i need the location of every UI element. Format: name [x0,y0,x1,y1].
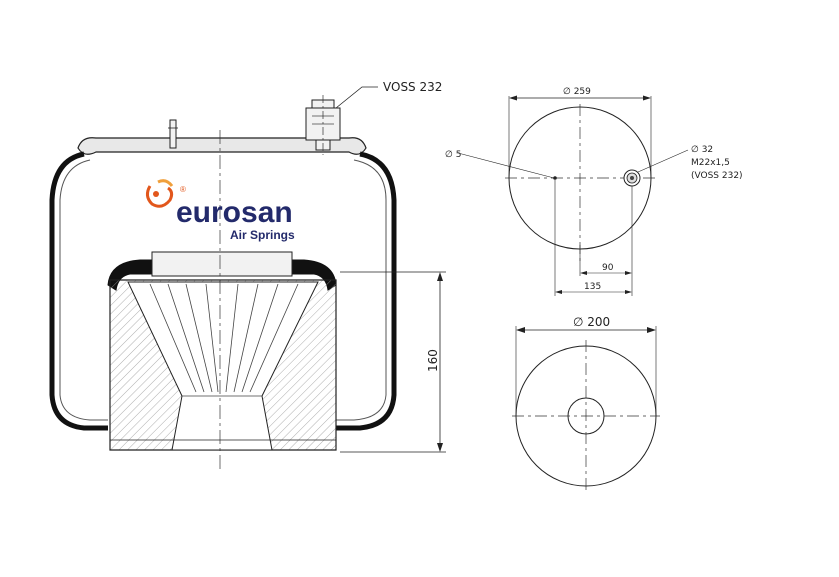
connector-label: VOSS 232 [383,80,442,94]
hole-leader [457,152,555,179]
brand-subtitle: Air Springs [230,228,295,242]
connector-leader [335,86,378,109]
piston-ribs [149,283,299,397]
mounting-stud [168,119,178,149]
top-dia-label: ∅ 259 [563,87,591,97]
brand-logo: ® eurosan Air Springs [145,179,295,242]
port-leader [637,149,689,173]
brand-name: eurosan [176,196,293,229]
height-dim-label: 160 [426,349,440,372]
bellow-outer [49,151,397,431]
offset-outer-label: 135 [584,282,601,292]
logo-symbol-icon [145,179,174,208]
section-view: VOSS 232 160 [49,80,446,470]
port-type: (VOSS 232) [691,171,743,181]
top-plate [77,137,367,155]
bottom-view: ∅ 200 [512,315,660,492]
top-view: ∅ 259 ∅ 5 ∅ 32 M22x1,5 (VOSS 232) 90 135 [445,87,743,296]
port-diameter: ∅ 32 [691,145,713,155]
hole-label: ∅ 5 [445,150,461,160]
bottom-dia-label: ∅ 200 [573,315,610,329]
port-symbol [623,169,641,187]
offset-inner-label: 90 [602,263,614,273]
small-hole [553,176,557,180]
bellow-inner [59,159,387,421]
port-thread: M22x1,5 [691,158,730,168]
piston-top [151,251,293,277]
registered-mark: ® [180,185,186,194]
